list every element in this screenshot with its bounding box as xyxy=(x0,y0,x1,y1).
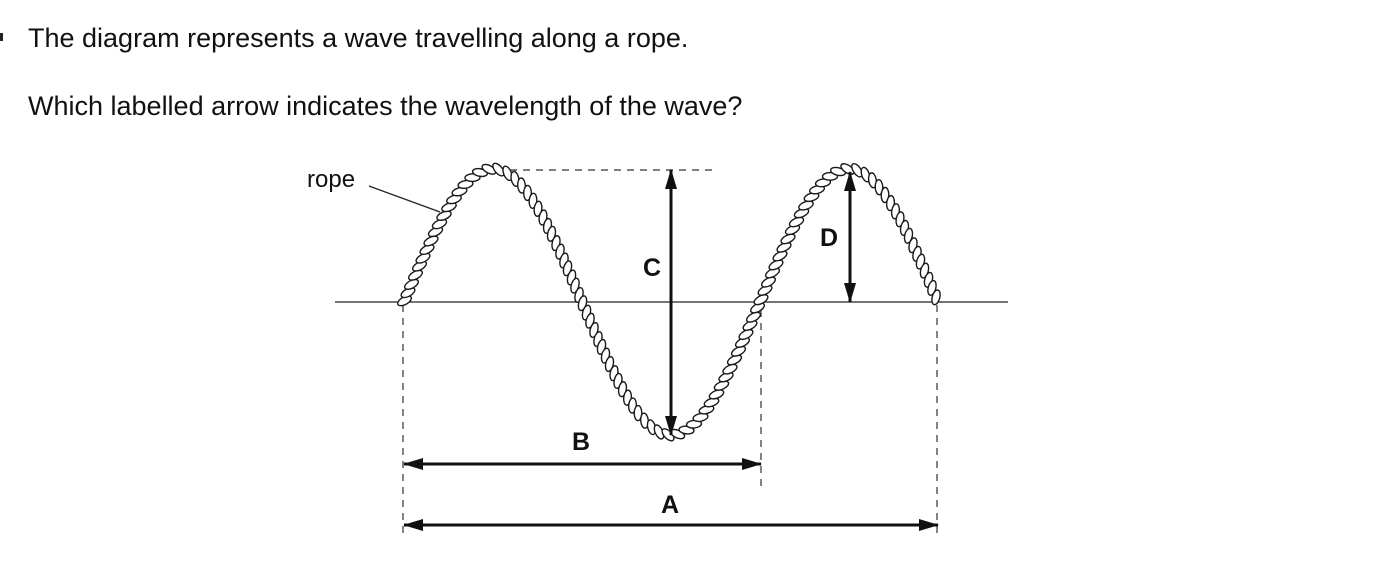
rope-strand xyxy=(436,210,452,221)
rope-strand xyxy=(867,172,878,189)
rope-strand xyxy=(730,345,747,357)
arrow-d-label: D xyxy=(820,224,838,252)
rope-strand xyxy=(510,170,520,188)
rope-strand xyxy=(788,216,805,228)
rope-strand xyxy=(713,380,730,391)
rope-strand xyxy=(492,162,505,177)
rope-strand xyxy=(803,192,820,203)
rope-strand xyxy=(753,294,769,306)
rope-strand xyxy=(738,328,754,341)
rope-strand xyxy=(516,177,527,194)
arrow-a-label: A xyxy=(661,491,679,519)
rope-strand xyxy=(880,186,890,204)
margin-mark xyxy=(0,33,3,41)
rope-strand xyxy=(419,243,435,256)
rope-strand xyxy=(760,276,777,288)
rope-strand xyxy=(457,179,474,190)
rope-strand xyxy=(860,166,871,183)
rope-strand xyxy=(903,227,914,244)
rope-strand xyxy=(546,225,557,242)
rope-strand xyxy=(931,289,941,306)
rope-strand xyxy=(726,354,743,366)
rope-strand xyxy=(780,233,796,245)
rope-strand xyxy=(708,389,725,400)
rope-strand xyxy=(808,184,826,195)
rope-strand xyxy=(814,178,832,188)
rope-strand xyxy=(423,235,439,247)
dashed-guides xyxy=(402,169,938,538)
question-prompt: Which labelled arrow indicates the wavel… xyxy=(28,91,743,121)
rope-strand xyxy=(692,412,709,423)
rope-strand xyxy=(874,179,884,196)
rope-strand xyxy=(768,259,784,271)
rope-strand xyxy=(431,218,448,230)
rope-leader-line xyxy=(368,185,441,213)
rope-strand xyxy=(415,252,431,264)
question-text: The diagram represents a wave travelling… xyxy=(28,23,689,53)
rope-strand xyxy=(633,404,643,422)
rope-strand xyxy=(502,165,513,182)
rope-strand xyxy=(772,250,788,262)
rope-label: rope xyxy=(307,166,355,193)
arrow-b-label: B xyxy=(572,428,590,456)
rope-strand xyxy=(798,200,814,211)
rope-strand xyxy=(451,186,468,197)
rope-strand xyxy=(446,194,462,205)
rope-strand xyxy=(407,269,424,281)
rope-strand xyxy=(722,363,738,375)
arrow-c-label: C xyxy=(643,254,661,282)
rope-strand xyxy=(403,278,420,291)
rope-strand xyxy=(745,311,762,323)
rope-wave xyxy=(396,162,941,442)
